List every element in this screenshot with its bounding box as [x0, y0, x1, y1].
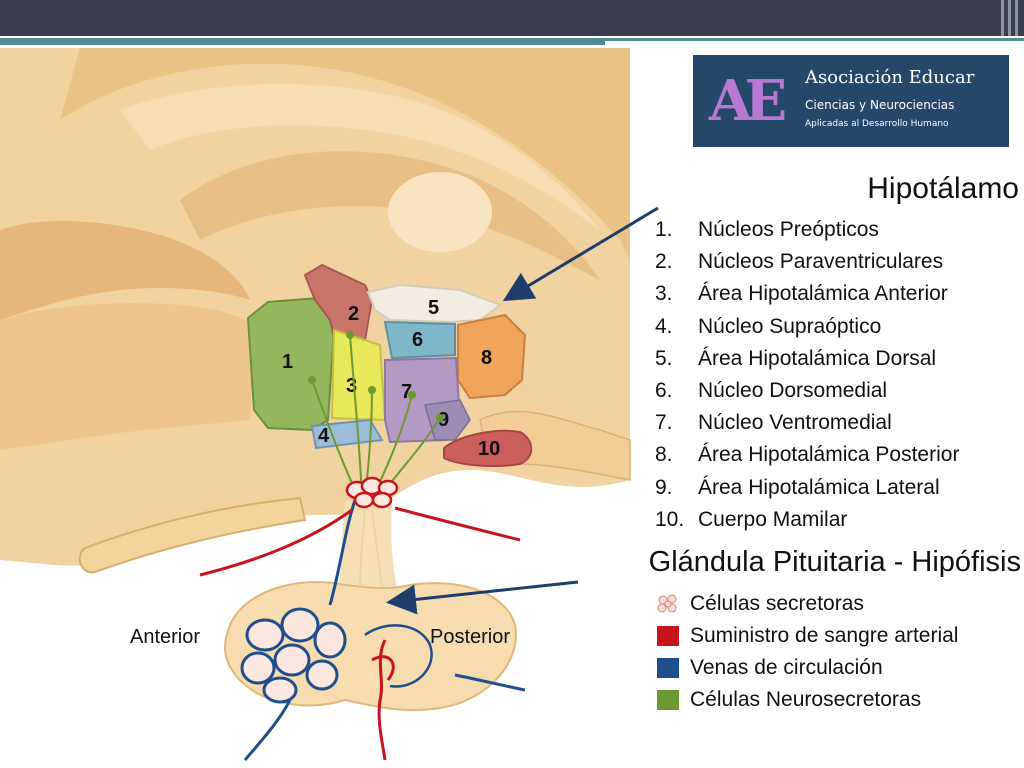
- item-number: 10.: [655, 507, 685, 531]
- item-label: Núcleo Supraóptico: [698, 314, 882, 338]
- secretory-cell-icon: [657, 594, 677, 613]
- legend: Células secretoras Suministro de sangre …: [657, 590, 958, 718]
- brain-diagram: 1 2 3 4 5 6 7 8 9 10: [0, 48, 631, 761]
- item-number: 1.: [655, 218, 673, 241]
- pituitary-title: Glándula Pituitaria - Hipófisis: [648, 546, 1021, 578]
- accent-line: [0, 36, 1024, 50]
- item-label: Núcleo Ventromedial: [698, 411, 892, 435]
- legend-item: Células secretoras: [657, 590, 958, 622]
- arterial-swatch-icon: [657, 626, 679, 646]
- frontal-lobe-lower: [0, 303, 255, 450]
- region-number-6: 6: [412, 329, 423, 351]
- vein-swatch-icon: [657, 658, 679, 678]
- neurosecretory-swatch-icon: [657, 690, 679, 710]
- posterior-lobe: [364, 624, 433, 688]
- frontal-lobe: [0, 220, 250, 320]
- logo-subtitle-2: Aplicadas al Desarrollo Humano: [805, 119, 949, 129]
- item-number: 7.: [655, 411, 673, 435]
- item-number: 9.: [655, 475, 673, 499]
- item-label: Área Hipotalámica Anterior: [698, 282, 948, 306]
- legend-label: Suministro de sangre arterial: [690, 624, 959, 647]
- item-label: Área Hipotalámica Posterior: [698, 443, 960, 467]
- pituitary-stalk: [335, 500, 400, 600]
- circulation-veins: [243, 499, 526, 761]
- logo: AE Asociación Educar Ciencias y Neurocie…: [693, 55, 1009, 147]
- neuron-bodies: [308, 331, 444, 422]
- cortex-fold-1: [60, 48, 630, 260]
- cortex-fold-2: [120, 83, 600, 231]
- logo-title: Asociación Educar: [805, 67, 975, 88]
- region-number-2: 2: [348, 303, 359, 325]
- top-bar: [0, 0, 1024, 36]
- region-number-7: 7: [401, 381, 412, 403]
- region-6: [383, 320, 456, 360]
- item-label: Núcleo Dorsomedial: [698, 378, 888, 402]
- item-number: 8.: [655, 443, 673, 467]
- topbar-stripes: [992, 0, 1018, 36]
- region-9: [424, 399, 471, 441]
- cortex-fold-3: [180, 151, 600, 280]
- item-number: 4.: [655, 314, 673, 338]
- legend-item: Venas de circulación: [657, 654, 958, 686]
- logo-mark: AE: [709, 68, 787, 134]
- legend-item: Suministro de sangre arterial: [657, 622, 958, 654]
- thalamus: [388, 172, 492, 252]
- region-10: [443, 429, 533, 467]
- region-1: [246, 296, 337, 432]
- legend-item: Células Neurosecretoras: [657, 686, 958, 718]
- region-number-4: 4: [318, 425, 330, 447]
- anterior-label: Anterior: [130, 626, 201, 648]
- region-number-9: 9: [438, 409, 449, 431]
- item-label: Área Hipotalámica Lateral: [698, 475, 940, 499]
- item-number: 6.: [655, 378, 673, 402]
- arterial-supply: [199, 506, 521, 761]
- item-label: Área Hipotalámica Dorsal: [698, 346, 937, 370]
- hypothalamus-title: Hipotálamo: [867, 172, 1019, 205]
- region-number-10: 10: [478, 438, 500, 460]
- region-number-1: 1: [282, 351, 293, 373]
- anterior-lobe-cells: [240, 607, 347, 704]
- legend-label: Células Neurosecretoras: [690, 688, 922, 711]
- region-8: [457, 313, 527, 400]
- logo-subtitle-1: Ciencias y Neurociencias: [805, 98, 955, 112]
- item-label: Núcleos Preópticos: [698, 218, 879, 241]
- legend-label: Venas de circulación: [690, 656, 883, 679]
- legend-label: Células secretoras: [690, 592, 864, 615]
- region-number-8: 8: [481, 347, 492, 369]
- optic-nerve: [78, 496, 307, 574]
- posterior-label: Posterior: [430, 626, 511, 648]
- item-number: 3.: [655, 282, 673, 306]
- region-number-3: 3: [346, 375, 357, 397]
- region-3: [330, 328, 387, 422]
- item-number: 2.: [655, 250, 673, 274]
- portal-capillary-plexus: [345, 476, 399, 509]
- item-label: Cuerpo Mamilar: [698, 507, 848, 531]
- region-number-5: 5: [428, 297, 439, 319]
- item-label: Núcleos Paraventriculares: [698, 250, 944, 274]
- item-number: 5.: [655, 346, 673, 370]
